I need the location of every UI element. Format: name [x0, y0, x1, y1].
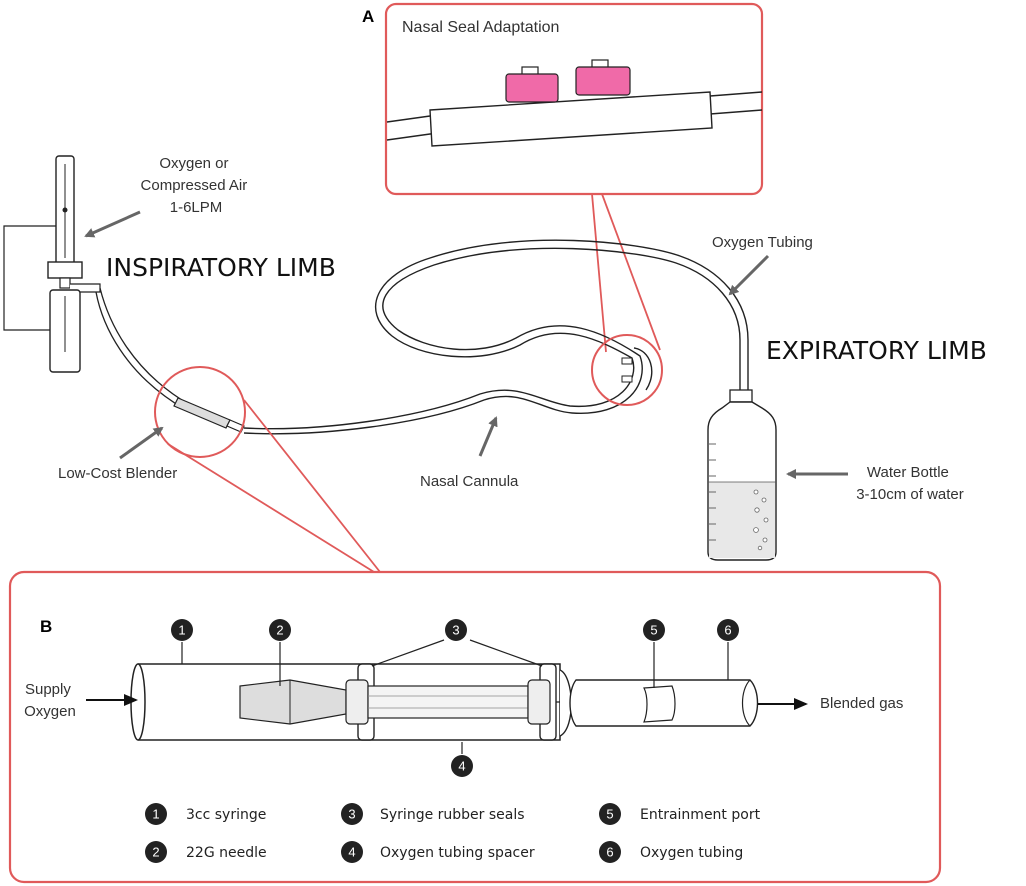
expiratory-limb-label: EXPIRATORY LIMB	[766, 336, 987, 365]
svg-text:5: 5	[650, 623, 657, 638]
entrainment-port	[643, 685, 676, 723]
panel-a-zoom-line	[601, 193, 661, 351]
panel-b-zoom-line	[243, 399, 381, 573]
callout-badge: 2	[269, 619, 291, 641]
cannula-arrow	[478, 416, 498, 457]
panel-a-title: Nasal Seal Adaptation	[402, 19, 559, 36]
svg-text:Oxygen tubing: Oxygen tubing	[640, 845, 743, 861]
low-cost-blender	[173, 397, 245, 433]
panel-a-zoom-line	[591, 193, 607, 353]
panel-a-frame	[384, 2, 764, 196]
legend-item: 4 Oxygen tubing spacer	[341, 841, 535, 863]
svg-text:Syringe rubber seals: Syringe rubber seals	[380, 807, 525, 823]
nasal-prong	[621, 347, 653, 391]
svg-text:3: 3	[348, 807, 355, 822]
panel-b-zoom-line	[167, 443, 375, 573]
legend-item: 1 3cc syringe	[145, 803, 266, 825]
gas-source-arrow	[84, 210, 141, 238]
callout-badge: 3	[445, 619, 467, 641]
oxygen-tubing-label: Oxygen Tubing	[712, 234, 813, 251]
setup: Oxygen or Compressed Air 1-6LPM INSPIRAT…	[3, 155, 987, 573]
svg-text:4: 4	[458, 759, 465, 774]
water-bottle	[707, 389, 777, 561]
panel-a-seal-right	[575, 59, 631, 96]
panel-b-letter: B	[40, 617, 52, 636]
inspiratory-tubing	[99, 287, 191, 406]
svg-text:3: 3	[452, 623, 459, 638]
svg-text:3cc syringe: 3cc syringe	[186, 807, 266, 823]
svg-text:Entrainment port: Entrainment port	[640, 807, 761, 823]
callout-badge: 1	[171, 619, 193, 641]
panel-a-seal-left	[505, 66, 559, 103]
inspiratory-limb-label: INSPIRATORY LIMB	[106, 253, 336, 282]
svg-text:1: 1	[178, 623, 185, 638]
gas-source-label: Oxygen or Compressed Air 1-6LPM	[141, 155, 252, 216]
inspiratory-tubing	[95, 291, 187, 411]
supply-oxygen-label: Supply Oxygen	[24, 681, 76, 720]
svg-text:6: 6	[724, 623, 731, 638]
cannula-tubing	[243, 247, 741, 435]
svg-text:2: 2	[276, 623, 283, 638]
legend-item: 5 Entrainment port	[599, 803, 761, 825]
callout-badge: 4	[451, 755, 473, 777]
panel-b: B	[8, 570, 942, 884]
svg-text:1: 1	[152, 807, 159, 822]
tubing-spacer	[367, 685, 529, 719]
panel-b-frame	[8, 570, 942, 884]
legend-item: 6 Oxygen tubing	[599, 841, 743, 863]
callout-badge: 5	[643, 619, 665, 641]
blended-gas-label: Blended gas	[820, 695, 903, 712]
svg-text:5: 5	[606, 807, 613, 822]
panel-a: A Nasal Seal Adaptation	[362, 2, 764, 353]
legend: 1 3cc syringe 2 22G needle 3 Syringe rubber…	[145, 803, 761, 863]
flowmeter	[3, 155, 101, 373]
cannula-tubing	[243, 239, 749, 430]
zoom-circle-b	[154, 366, 246, 458]
blender-arrow	[119, 426, 164, 460]
panel-a-prong-body	[429, 91, 713, 147]
legend-item: 2 22G needle	[145, 841, 267, 863]
low-cost-blender-label: Low-Cost Blender	[58, 465, 177, 482]
svg-text:Oxygen tubing spacer: Oxygen tubing spacer	[380, 845, 535, 861]
oxygen-tubing-arrow	[728, 254, 770, 296]
panel-a-letter: A	[362, 7, 374, 26]
nasal-cannula-label: Nasal Cannula	[420, 473, 519, 490]
zoom-circle-a	[591, 334, 663, 406]
svg-text:22G needle: 22G needle	[186, 845, 267, 861]
svg-text:6: 6	[606, 845, 613, 860]
rubber-seal-right	[527, 663, 572, 741]
svg-text:4: 4	[348, 845, 355, 860]
legend-item: 3 Syringe rubber seals	[341, 803, 525, 825]
water-bottle-label: Water Bottle 3-10cm of water	[856, 464, 964, 503]
callout-leaders	[181, 639, 729, 754]
svg-text:2: 2	[152, 845, 159, 860]
callout-badge: 6	[717, 619, 739, 641]
